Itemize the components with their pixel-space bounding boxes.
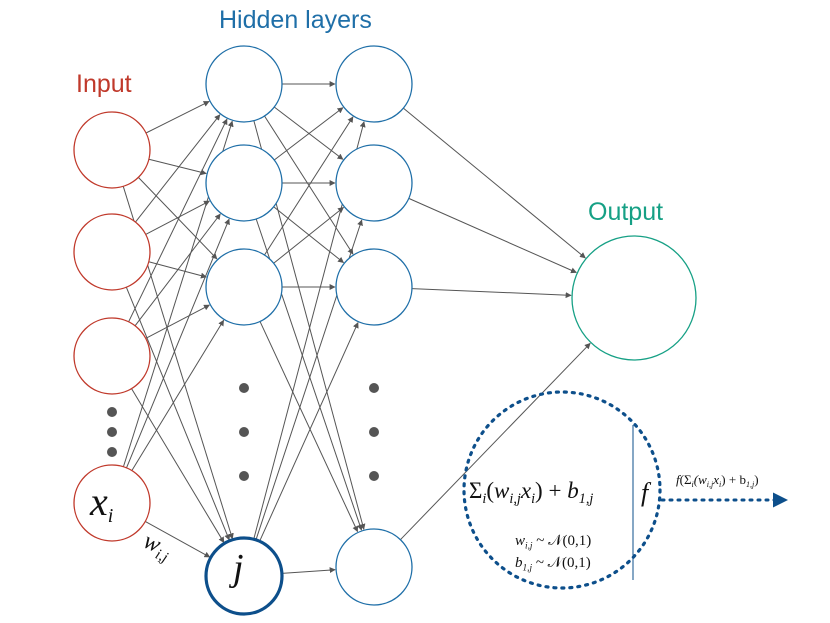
edge-hidden2-2-output bbox=[411, 288, 572, 299]
edge-hidden2-1-output bbox=[408, 197, 577, 274]
ellipsis-dots bbox=[107, 383, 379, 481]
edge-input-1-hidden1-1 bbox=[145, 200, 210, 235]
input-node-xi-label: xi bbox=[90, 479, 114, 527]
edge-hidden1-3-hidden2-3 bbox=[281, 567, 336, 574]
hidden2-ellipsis-dot-0 bbox=[369, 383, 379, 393]
hidden1-node-1 bbox=[205, 144, 283, 222]
neuron-detail bbox=[462, 390, 788, 590]
output-layer-label: Output bbox=[588, 198, 664, 226]
edge-hidden2-0-output bbox=[403, 107, 586, 259]
edge-hidden1-1-hidden2-0 bbox=[273, 107, 344, 161]
hidden-layers-label: Hidden layers bbox=[219, 6, 372, 34]
edge-hidden1-3-hidden2-2 bbox=[259, 322, 359, 542]
network-nodes bbox=[73, 45, 697, 616]
edge-input-3-hidden1-2 bbox=[131, 319, 225, 471]
bias-distribution: b1,j ~ 𝒩(0,1) bbox=[515, 555, 591, 574]
input-node-2 bbox=[73, 317, 151, 395]
hidden2-node-3 bbox=[335, 528, 413, 606]
hidden2-node-0 bbox=[335, 45, 413, 123]
hidden1-node-2 bbox=[205, 248, 283, 326]
hidden2-ellipsis-dot-2 bbox=[369, 471, 379, 481]
edge-input-1-hidden1-3 bbox=[125, 287, 231, 541]
edge-input-3-hidden1-1 bbox=[126, 218, 230, 469]
neuron-detail-dotted-circle bbox=[462, 390, 662, 590]
hidden1-ellipsis-dot-0 bbox=[239, 383, 249, 393]
hidden-node-j-label: j bbox=[233, 547, 244, 589]
input-ellipsis-dot-1 bbox=[107, 427, 117, 437]
hidden2-node-2 bbox=[335, 248, 413, 326]
input-node-1 bbox=[73, 213, 151, 291]
edge-input-2-hidden1-3 bbox=[131, 388, 225, 544]
input-node-0 bbox=[73, 111, 151, 189]
edge-input-1-hidden1-0 bbox=[135, 114, 221, 223]
neuron-sum-expression: Σi(wi,jxi) + b1,j bbox=[469, 478, 594, 507]
edge-input-3-hidden1-3 bbox=[145, 520, 211, 558]
edge-input-2-hidden1-0 bbox=[128, 118, 228, 323]
hidden2-ellipsis-dot-1 bbox=[369, 427, 379, 437]
edge-input-2-hidden1-2 bbox=[145, 304, 210, 339]
edge-hidden1-2-hidden2-3 bbox=[259, 321, 359, 533]
edge-input-0-hidden1-1 bbox=[148, 158, 207, 176]
weight-distribution: wi,j ~ 𝒩(0,1) bbox=[515, 533, 592, 552]
hidden1-node-3 bbox=[204, 536, 284, 616]
input-layer-label: Input bbox=[76, 70, 132, 98]
activation-f-label: f bbox=[641, 478, 649, 507]
edge-hidden2-3-output bbox=[400, 342, 591, 541]
hidden1-node-0 bbox=[205, 45, 283, 123]
hidden2-node-1 bbox=[335, 144, 413, 222]
input-ellipsis-dot-0 bbox=[107, 407, 117, 417]
output-node bbox=[571, 235, 697, 361]
output-function-expression: f(Σi(wi,jxi) + b1,j) bbox=[676, 472, 759, 489]
hidden1-ellipsis-dot-2 bbox=[239, 471, 249, 481]
edge-input-2-hidden1-1 bbox=[134, 213, 221, 327]
hidden1-ellipsis-dot-1 bbox=[239, 427, 249, 437]
edge-input-0-hidden1-0 bbox=[145, 100, 210, 134]
edge-hidden1-2-hidden2-0 bbox=[264, 116, 354, 256]
edge-hidden1-2-hidden2-1 bbox=[273, 206, 345, 264]
input-ellipsis-dot-2 bbox=[107, 447, 117, 457]
input-node-3 bbox=[73, 464, 151, 542]
